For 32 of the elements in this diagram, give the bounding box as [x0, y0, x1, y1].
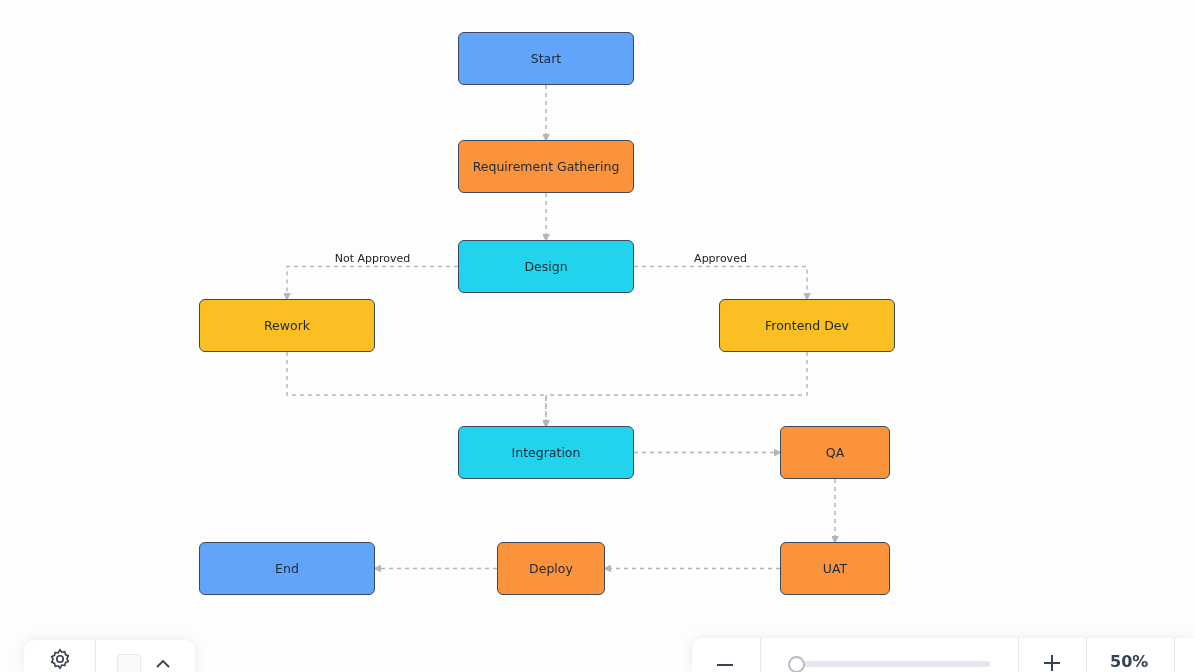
process-box — [458, 140, 634, 193]
arrow — [542, 192, 550, 242]
process-box — [497, 542, 605, 595]
node-label: End — [275, 561, 299, 576]
node-label: Design — [524, 259, 568, 274]
arrow — [603, 564, 781, 573]
node-label: Integration — [511, 445, 581, 460]
arrow — [542, 351, 808, 428]
process-box — [458, 240, 634, 293]
node-label: QA — [825, 445, 845, 460]
arrow — [831, 478, 839, 544]
process-box — [199, 542, 375, 595]
edge-label: Approved — [692, 251, 749, 265]
node-label: Rework — [263, 318, 311, 333]
node-label: Start — [530, 51, 562, 66]
arrow — [283, 265, 459, 301]
process-box — [780, 426, 890, 479]
process-box — [458, 32, 634, 85]
process-box — [458, 426, 634, 479]
process-box — [719, 299, 895, 352]
process-box — [199, 299, 375, 352]
process-box — [780, 542, 890, 595]
arrow — [542, 84, 550, 142]
node-label: Frontend Dev — [765, 318, 849, 333]
zoom-level: 50% — [1110, 652, 1149, 671]
node-label: Requirement Gathering — [472, 159, 620, 174]
node-label: Deploy — [529, 561, 573, 576]
node-label: UAT — [822, 561, 848, 576]
edge-label: Not Approved — [332, 251, 413, 265]
arrow — [633, 448, 782, 457]
arrow — [373, 564, 498, 573]
arrow — [633, 265, 811, 301]
